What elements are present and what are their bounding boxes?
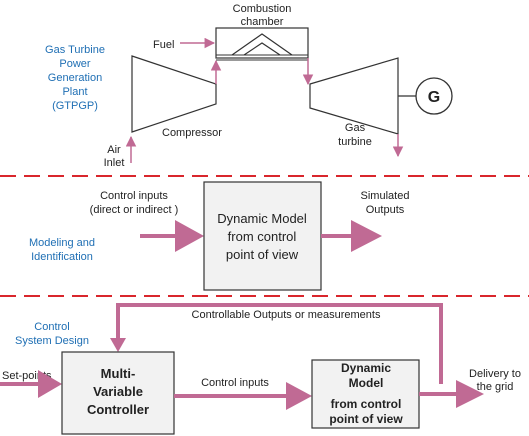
dynamic-model-label-line: from control: [228, 229, 297, 244]
plant-title-line: Gas Turbine: [45, 44, 105, 56]
control-section: Control System Design Controllable Outpu…: [0, 303, 521, 435]
air-inlet-label-line: Air: [107, 144, 121, 156]
control-model-box: [311, 359, 420, 429]
plant-title-line: Power: [59, 58, 91, 70]
control-section-label-line: System Design: [15, 335, 89, 347]
gas-turbine-label-line: Gas: [345, 122, 366, 134]
combustion-label-line: Combustion: [233, 3, 292, 15]
air-inlet-label-line: Inlet: [104, 157, 125, 169]
generator-circle: [415, 77, 453, 115]
delivery-label-line: Delivery to: [469, 368, 521, 380]
simulated-output-arrow: [321, 220, 382, 252]
combustion-label-line: chamber: [241, 16, 284, 28]
feedback-loop-arrow: [110, 303, 443, 384]
model-inputs-label-line: Control inputs: [100, 190, 168, 202]
modeling-section-label-line: Modeling and: [29, 237, 95, 249]
simulated-outputs-label-line: Simulated: [361, 190, 410, 202]
fuel-label: Fuel: [153, 39, 174, 51]
compressor-label: Compressor: [162, 127, 222, 139]
delivery-arrow: [419, 380, 484, 408]
model-input-arrow: [140, 220, 204, 252]
plant-title-line: Plant: [62, 86, 87, 98]
feedback-label: Controllable Outputs or measurements: [192, 309, 381, 321]
setpoints-arrow: [0, 370, 62, 398]
dynamic-model-box: [203, 181, 322, 291]
control-section-label-line: Control: [34, 321, 69, 333]
control-inputs-arrow: [174, 382, 312, 410]
controller-label-line: Multi-: [101, 366, 136, 381]
gas-turbine-label-line: turbine: [338, 136, 372, 148]
simulated-outputs-label-line: Outputs: [366, 204, 405, 216]
controller-label-line: Variable: [93, 384, 143, 399]
control-inputs-label: Control inputs: [201, 377, 269, 389]
control-model-label-line: from control: [331, 397, 402, 411]
plant-title: Gas Turbine Power Generation Plant (GTPG…: [45, 44, 105, 112]
model-inputs-label-line: (direct or indirect ): [90, 204, 179, 216]
controller-box: [61, 351, 175, 435]
control-model-label-line: point of view: [329, 412, 403, 426]
modeling-section: Control inputs (direct or indirect ) Mod…: [29, 181, 410, 291]
modeling-section-label-line: Identification: [31, 251, 93, 263]
control-model-label-line: Model: [349, 376, 384, 390]
plant-title-line: Generation: [48, 72, 102, 84]
compressor-shape: [131, 55, 217, 133]
delivery-label-line: the grid: [477, 381, 514, 393]
control-model-label-line: Dynamic: [341, 361, 391, 375]
plant-section: Gas Turbine Power Generation Plant (GTPG…: [45, 3, 453, 169]
dynamic-model-label-line: point of view: [226, 247, 299, 262]
controller-label-line: Controller: [87, 402, 149, 417]
dynamic-model-label-line: Dynamic Model: [217, 211, 307, 226]
combustion-chamber: [215, 27, 309, 61]
generator-label: G: [428, 89, 440, 106]
plant-title-line: (GTPGP): [52, 100, 98, 112]
